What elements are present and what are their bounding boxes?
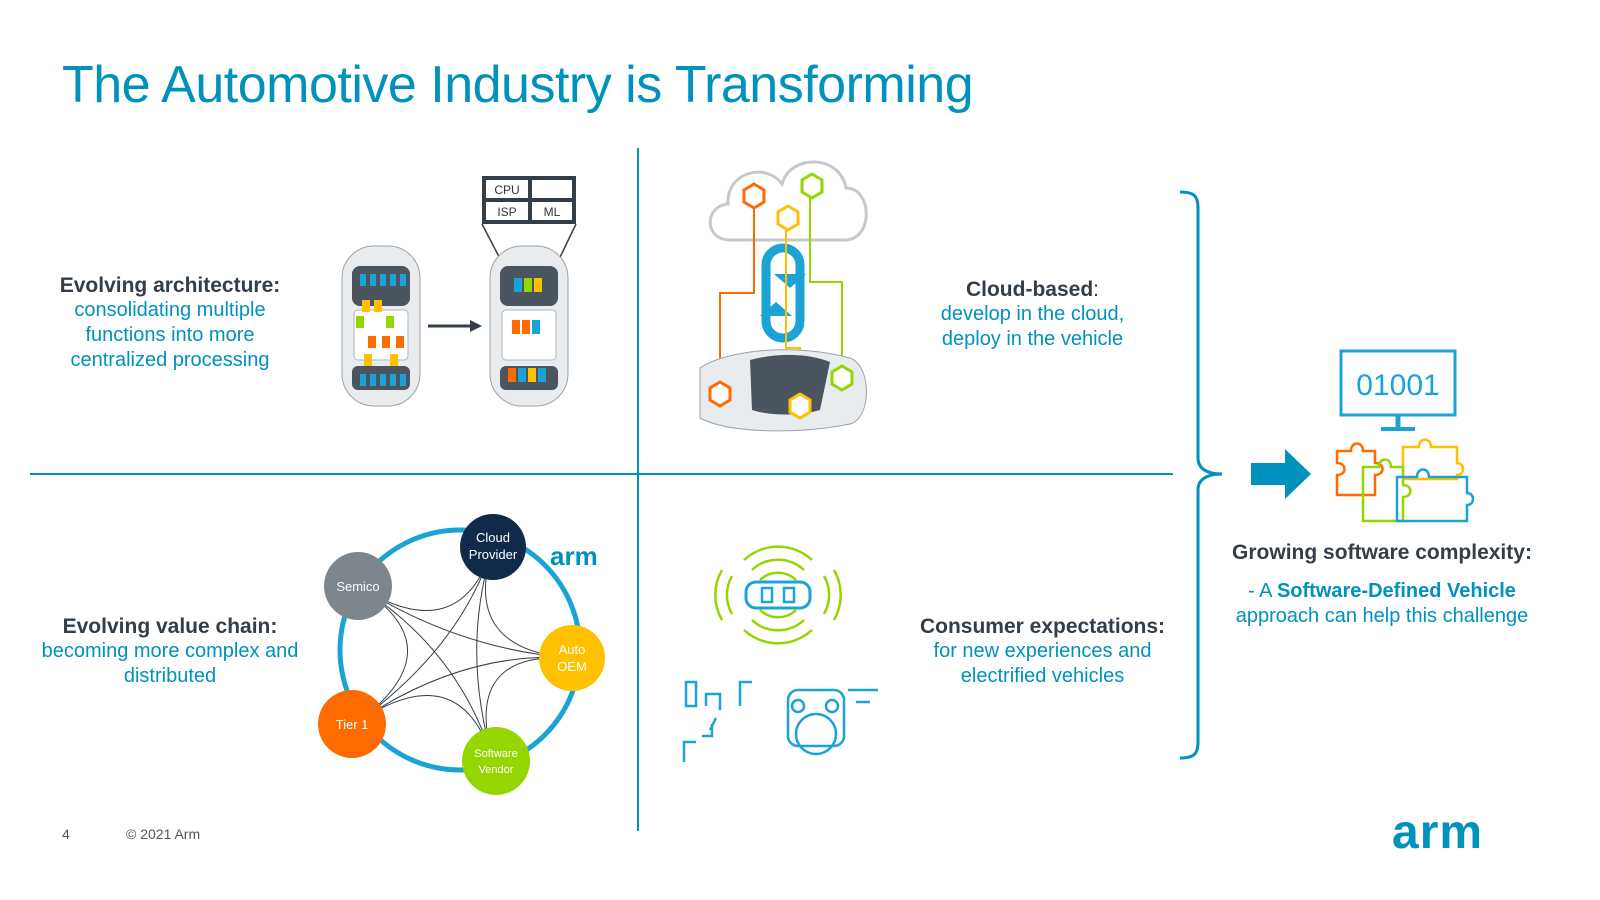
sdv-prefix: - A [1248, 580, 1277, 602]
architecture-line-1: consolidating multiple [74, 299, 266, 321]
arrow-icon [428, 320, 482, 332]
monitor-icon: 01001 [1339, 349, 1457, 431]
cloud-heading: Cloud-based: [900, 278, 1165, 302]
software-complexity-illustration: 01001 [1251, 349, 1475, 523]
value-chain-heading: Evolving value chain: [62, 615, 278, 638]
cloud-heading-main: Cloud-based [965, 278, 1094, 301]
page-title: The Automotive Industry is Transforming [62, 56, 974, 114]
sync-arrows-icon [760, 243, 806, 343]
page-number: 4 [62, 826, 70, 842]
node-semico: Semico [324, 552, 392, 620]
monitor-binary-text: 01001 [1356, 369, 1439, 402]
node-semico-label: Semico [336, 579, 379, 594]
charging-icon [682, 680, 752, 762]
cloud-heading-suffix: : [1093, 278, 1099, 301]
cloud-text: Cloud-based: develop in the cloud, deplo… [900, 278, 1165, 352]
chip-cpu-label: CPU [494, 183, 519, 197]
puzzle-icon [1335, 438, 1475, 523]
arm-logo-small: arm [550, 541, 598, 571]
node-tier-1-label: Tier 1 [336, 717, 369, 732]
node-cloud-provider: Cloud Provider [460, 514, 526, 580]
chip-ml-label: ML [544, 205, 561, 219]
software-complexity-line-2: approach can help this challenge [1235, 605, 1529, 627]
right-bracket [1179, 190, 1223, 760]
node-software-vendor: Software Vendor [462, 727, 530, 795]
consumer-text: Consumer expectations: for new experienc… [905, 615, 1180, 689]
consumer-illustration [682, 545, 878, 762]
node-auto-oem-label-2: OEM [557, 659, 587, 674]
connected-car-icon [714, 545, 842, 645]
software-complexity-text: Growing software complexity: - A Softwar… [1212, 541, 1552, 629]
node-cloud-provider-label-2: Provider [469, 547, 518, 562]
cloud-icon [708, 160, 868, 242]
node-auto-oem: Auto OEM [539, 625, 605, 691]
architecture-line-3: centralized processing [70, 349, 270, 371]
node-software-vendor-label-2: Vendor [479, 764, 514, 776]
vertical-divider [637, 148, 639, 831]
node-software-vendor-label-1: Software [474, 748, 517, 760]
cloud-line-2: deploy in the vehicle [941, 328, 1124, 350]
node-cloud-provider-label-1: Cloud [476, 530, 510, 545]
copyright: © 2021 Arm [126, 826, 201, 842]
car-distributed-icon [341, 245, 421, 407]
architecture-heading: Evolving architecture: [59, 274, 281, 297]
value-chain-line-1: becoming more complex and [41, 640, 299, 662]
consumer-line-2: electrified vehicles [960, 665, 1125, 687]
sdv-bold: Software-Defined Vehicle [1276, 580, 1516, 602]
value-chain-text: Evolving value chain: becoming more comp… [25, 615, 315, 689]
chip-block: CPU ISP ML [481, 176, 577, 275]
arm-logo: arm [1392, 806, 1484, 859]
software-complexity-heading: Growing software complexity: [1232, 541, 1532, 564]
chip-isp-label: ISP [497, 205, 516, 219]
car-centralized-icon [489, 245, 569, 407]
architecture-illustration: CPU ISP ML [341, 176, 577, 407]
software-complexity-line-1: - A Software-Defined Vehicle [1212, 579, 1552, 604]
horizontal-divider [30, 473, 1173, 475]
consumer-line-1: for new experiences and [933, 640, 1152, 662]
cloud-illustration [699, 160, 868, 432]
architecture-line-2: functions into more [85, 324, 255, 346]
dashboard-icon [786, 688, 878, 756]
architecture-text: Evolving architecture: consolidating mul… [40, 274, 300, 373]
cloud-line-1: develop in the cloud, [940, 303, 1125, 325]
consumer-heading: Consumer expectations: [919, 615, 1166, 638]
node-tier-1: Tier 1 [318, 690, 386, 758]
right-arrow-icon [1251, 449, 1311, 499]
value-chain-line-2: distributed [123, 665, 217, 687]
value-chain-diagram: Cloud Provider Auto OEM Software Vendor … [318, 514, 605, 795]
node-auto-oem-label-1: Auto [559, 642, 586, 657]
